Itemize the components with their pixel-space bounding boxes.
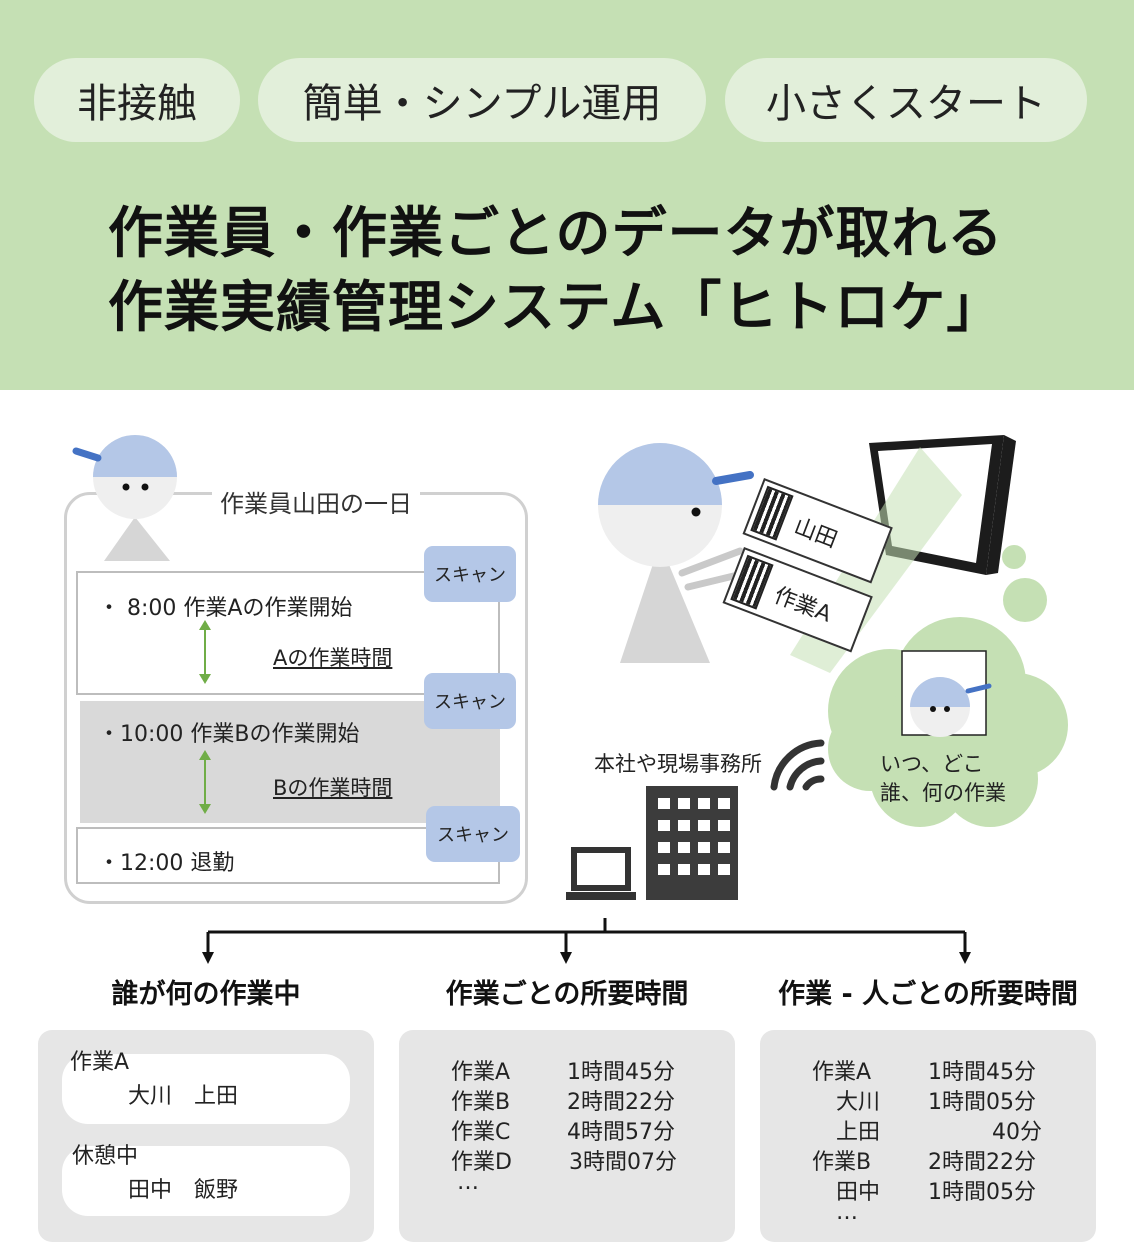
group-label-task-a: 作業A: [70, 1050, 130, 1075]
panel-time-per-task-person: 作業A 1時間45分 大川 1時間05分 上田 40分 作業B 2時間22分 田…: [760, 1030, 1096, 1242]
wireless-signal-icon: [770, 739, 825, 791]
thought-dot-large-icon: [1003, 578, 1047, 622]
worker-large-icon: [598, 443, 754, 663]
task-row-time: 4時間57分: [567, 1120, 675, 1145]
scan-bubble-1: スキャン: [424, 546, 516, 602]
feature-pill-simple: 簡単・シンプル運用: [258, 58, 706, 142]
title-line-2: 作業実績管理システム「ヒトロケ」: [108, 275, 1003, 339]
group-people-task-a: 大川 上田: [128, 1084, 239, 1109]
scan-bubble-2: スキャン: [424, 673, 516, 729]
output-connector-arrows: [202, 918, 971, 964]
task-row-name: 作業A: [451, 1060, 511, 1085]
task-row-time: 2時間22分: [928, 1150, 1036, 1175]
title-line-1: 作業員・作業ごとのデータが取れる: [108, 201, 1004, 265]
duration-b-label: Bの作業時間: [273, 776, 393, 800]
task-list-more: …: [457, 1170, 479, 1195]
section-title-who-doing-what: 誰が何の作業中: [111, 979, 301, 1010]
laptop-icon: [566, 847, 636, 900]
group-card-task-a: [62, 1054, 350, 1124]
feature-pill-contactless: 非接触: [34, 58, 240, 142]
task-row-time: 2時間22分: [567, 1090, 675, 1115]
duration-a-arrow-icon: [199, 620, 211, 684]
cloud-text-when-where: いつ、どこ: [880, 752, 984, 776]
feature-pill-small-start: 小さくスタート: [725, 58, 1087, 142]
header-banner: 非接触 簡単・シンプル運用 小さくスタート 作業員・作業ごとのデータが取れる 作…: [0, 0, 1134, 390]
office-building-icon: [646, 786, 738, 900]
person-row-time: 1時間05分: [928, 1090, 1036, 1115]
duration-b-arrow-icon: [199, 750, 211, 814]
person-row-time: 40分: [992, 1120, 1042, 1145]
task-row-name: 作業D: [451, 1150, 512, 1175]
event-start-b: ・10:00 作業Bの作業開始: [98, 722, 360, 747]
qr-code-icon: [749, 486, 795, 541]
group-card-break: [62, 1146, 350, 1216]
portrait-icon: [901, 650, 992, 737]
task-row-time: 1時間45分: [928, 1060, 1036, 1085]
section-title-time-per-task: 作業ごとの所要時間: [445, 979, 689, 1010]
section-title-time-per-task-person: 作業 - 人ごとの所要時間: [778, 979, 1078, 1010]
panel-who-doing-what: 作業A 大川 上田 休憩中 田中 飯野: [38, 1030, 374, 1242]
schedule-title: 作業員山田の一日: [212, 484, 420, 519]
task-row-time: 3時間07分: [569, 1150, 677, 1175]
task-row-name: 作業A: [812, 1060, 872, 1085]
thought-dot-small-icon: [1002, 545, 1026, 569]
event-clock-out: ・12:00 退勤: [98, 851, 235, 876]
qr-code-icon: [729, 555, 775, 610]
qr-tag-task-label: 作業A: [770, 583, 835, 628]
event-start-a: ・ 8:00 作業Aの作業開始: [98, 596, 353, 621]
task-row-name: 作業B: [812, 1150, 872, 1175]
group-people-break: 田中 飯野: [128, 1178, 239, 1203]
worker-small-icon: [72, 435, 177, 561]
task-list-more: …: [836, 1200, 858, 1225]
person-row-name: 大川: [836, 1090, 881, 1115]
task-row-time: 1時間45分: [567, 1060, 675, 1085]
task-row-name: 作業B: [451, 1090, 511, 1115]
person-row-name: 上田: [836, 1120, 881, 1145]
group-label-break: 休憩中: [72, 1144, 139, 1169]
scan-scene: [598, 435, 1068, 827]
cloud-text-who-what: 誰、何の作業: [880, 781, 1006, 805]
person-row-time: 1時間05分: [928, 1180, 1036, 1205]
qr-tag-name-label: 山田: [790, 514, 841, 554]
person-row-name: 田中: [836, 1180, 881, 1205]
scan-bubble-3: スキャン: [426, 806, 520, 862]
duration-a-label: Aの作業時間: [273, 646, 393, 670]
task-row-name: 作業C: [451, 1120, 511, 1145]
office-equipment: [566, 786, 738, 900]
office-label: 本社や現場事務所: [594, 752, 762, 776]
panel-time-per-task: 作業A 1時間45分 作業B 2時間22分 作業C 4時間57分 作業D 3時間…: [399, 1030, 735, 1242]
